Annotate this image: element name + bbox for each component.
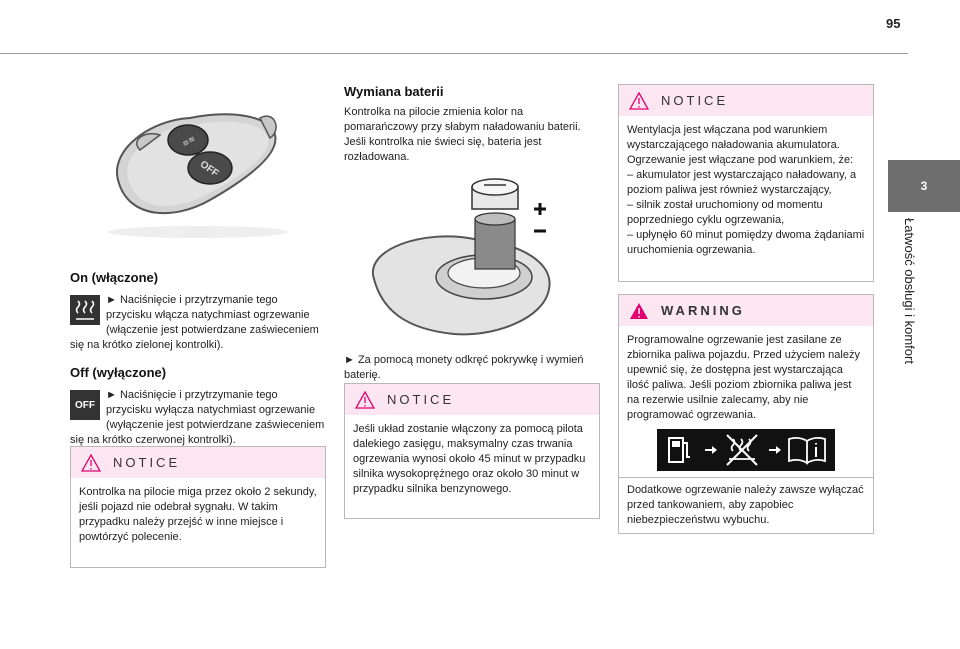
notice-label: NOTICE	[387, 392, 455, 407]
notice-text: Kontrolka na pilocie miga przez około 2 …	[79, 486, 317, 543]
remote-control-image: ≋≋ OFF	[108, 113, 288, 238]
chapter-title: Łatwość obsługi i komfort	[902, 218, 917, 364]
alert-triangle-icon	[81, 453, 101, 472]
manual-book-icon	[788, 436, 826, 465]
notice-box-1: NOTICE Kontrolka na pilocie miga przez o…	[70, 446, 326, 568]
column-2: Wymiana baterii Kontrolka na pilocie zmi…	[344, 60, 600, 519]
alert-triangle-icon	[629, 91, 649, 110]
column-1: ≋≋ OFF On (włączone) ► Naciśnięcie i prz…	[70, 60, 326, 568]
notice-label: NOTICE	[113, 455, 181, 470]
battery-intro: Kontrolka na pilocie zmienia kolor na po…	[344, 106, 581, 163]
alert-triangle-icon	[355, 390, 375, 409]
on-heading: On (włączone)	[70, 270, 159, 285]
notice-text: Jeśli układ zostanie włączony za pomocą …	[353, 423, 586, 495]
arrow-icon	[705, 446, 717, 454]
on-text: ► Naciśnięcie i przytrzymanie tego przyc…	[70, 294, 319, 351]
warning-text: Programowalne ogrzewanie jest zasilane z…	[627, 334, 860, 421]
heating-on-icon	[70, 295, 100, 325]
notice-label: NOTICE	[661, 93, 729, 108]
chapter-tab[interactable]: 3	[888, 160, 960, 212]
page-number: 95	[886, 16, 901, 31]
off-text: ► Naciśnięcie i przytrzymanie tego przyc…	[70, 389, 325, 446]
no-heating-icon	[726, 434, 758, 466]
off-icon: OFF	[70, 390, 100, 420]
warning-footer: Dodatkowe ogrzewanie należy zawsze wyłąc…	[627, 484, 864, 526]
alert-triangle-icon	[630, 302, 648, 319]
warning-icon-strip	[657, 429, 835, 471]
battery-replacement-image	[371, 178, 551, 336]
off-icon-label: OFF	[75, 399, 95, 411]
warning-box: WARNING Programowalne ogrzewanie jest za…	[618, 294, 874, 534]
notice-text: Wentylacja jest włączana pod warunkiem w…	[627, 124, 865, 256]
notice-box-3: NOTICE Wentylacja jest włączana pod waru…	[618, 84, 874, 282]
off-heading: Off (wyłączone)	[70, 365, 167, 380]
notice-box-2: NOTICE Jeśli układ zostanie włączony za …	[344, 383, 600, 519]
arrow-icon	[769, 446, 781, 454]
header-rule	[0, 53, 908, 54]
battery-heading: Wymiana baterii	[344, 84, 444, 99]
warning-label: WARNING	[661, 303, 745, 318]
fuel-pump-icon	[668, 437, 690, 463]
chapter-number: 3	[920, 179, 928, 193]
battery-step: ► Za pomocą monety odkręć pokrywkę i wym…	[344, 354, 584, 381]
